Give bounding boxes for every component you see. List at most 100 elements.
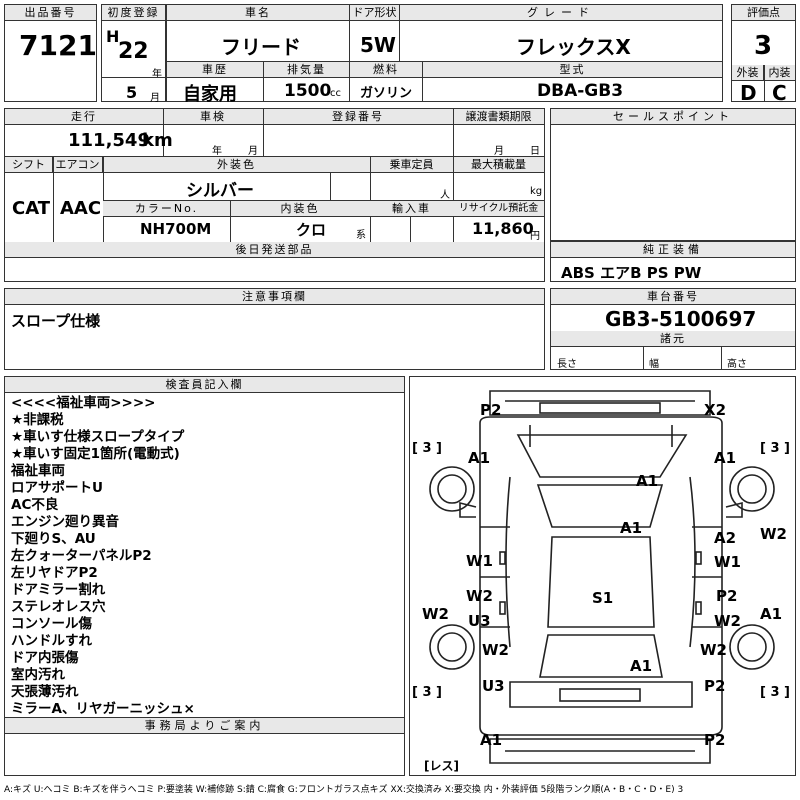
damage-code: W2 [482,641,509,659]
damage-code: W1 [466,552,493,570]
note-line: 天張薄汚れ [11,684,79,700]
note-line: 左リヤドアP2 [11,565,98,581]
recycle-label: リサイクル預託金 [453,201,544,217]
model-label: 型式 [423,62,722,78]
fuel-label: 燃料 [350,62,422,78]
reg-month: 5 [126,83,138,102]
int-color-label: 内装色 [230,201,370,217]
damage-code: A1 [480,731,503,749]
first-reg-box: 初度登録 H 22 年 5 月 [101,4,166,104]
damage-code: P2 [716,587,738,605]
recycle-unit: 円 [530,231,540,242]
tire-label-fr: [ 3 ] [760,441,790,456]
damage-code: A1 [636,472,659,490]
note-line: ステレオレス穴 [11,599,106,615]
note-line: 下廻りS、AU [11,531,96,547]
chassis-box: 車台番号 GB3-5100697 諸元 長さ 幅 高さ [550,288,796,370]
inspector-notes: <<<<福祉車両>>>> ★非課税 ★車いす仕様スロープタイプ ★車いす固定1箇… [11,395,195,718]
inspector-label: 検査員記入欄 [5,377,404,393]
reg-no-label: 登録番号 [263,109,453,125]
capacity-label: 乗車定員 [370,157,453,173]
era: H [106,27,120,46]
car-name-box: 車名 フリード [166,4,350,62]
transfer-label: 譲渡書類期限 [453,109,544,125]
tire-label-rl: [ 3 ] [412,685,442,700]
history-label: 車歴 [167,62,263,78]
note-line: 左クォーターパネルP2 [11,548,152,564]
mileage-unit: km [142,130,173,151]
note-line: エンジン廻り異音 [11,514,119,530]
ext-score: D [740,81,757,105]
score-value: 3 [754,31,773,61]
mileage-value: 111,549 [68,130,150,151]
inspection-year-unit: 年 [212,146,222,157]
note-line: 福祉車両 [11,463,65,479]
damage-code: W1 [714,553,741,571]
dimensions-label: 諸元 [551,331,795,347]
model-box: 型式 DBA-GB3 [422,61,723,102]
ac-value: AAC [60,198,102,219]
note-line: <<<<福祉車両>>>> [11,395,156,411]
model-value: DBA-GB3 [537,81,624,101]
color-no-value: NH700M [140,220,212,238]
inspection-label: 車検 [163,109,263,125]
year-unit: 年 [152,69,162,80]
chassis-label: 車台番号 [551,289,795,305]
caution-label: 注意事項欄 [5,289,544,305]
damage-code: U3 [482,677,505,695]
legend-text: A:キズ U:ヘコミ B:キズを伴うヘコミ P:要塗装 W:補修跡 S:錆 C:… [4,785,684,795]
note-line: ロアサポートU [11,480,103,496]
dim-width: 幅 [649,359,659,370]
color-no-label: カラーNo. [103,201,230,217]
tire-label-fl: [ 3 ] [412,441,442,456]
sales-point-box: セールスポイント [550,108,796,241]
damage-code: W2 [422,605,449,623]
damage-code: P2 [704,731,726,749]
sales-point-label: セールスポイント [551,109,795,125]
displacement-box: 排気量 1500 cc [263,61,350,102]
spec-block [4,108,545,282]
damage-code: S1 [592,589,614,607]
transfer-day-unit: 日 [530,146,540,157]
fuel-value: ガソリン [360,86,413,101]
note-line: ミラーA、リヤガーニッシュ× [11,701,195,717]
import-label: 輸入車 [370,201,453,217]
later-parts-label: 後日発送部品 [5,242,544,258]
grade-label: グレード [400,5,722,21]
recycle-value: 11,860 [472,219,534,238]
ext-label: 外装 [732,65,764,81]
transfer-month-unit: 月 [494,146,504,157]
damage-code: W2 [760,525,787,543]
fuel-box: 燃料 ガソリン [349,61,423,102]
doors-value: 5W [360,33,396,57]
equipment-box: 純正装備 ABS エアB PS PW [550,241,796,282]
damage-code: P2 [704,677,726,695]
note-line: コンソール傷 [11,616,92,632]
displacement-unit: cc [330,88,341,99]
displacement-label: 排気量 [264,62,349,78]
tire-label-rr: [ 3 ] [760,685,790,700]
note-line: ドア内張傷 [11,650,79,666]
damage-code: A1 [760,605,783,623]
note-line: 室内汚れ [11,667,65,683]
max-load-unit: kg [530,186,543,197]
equipment-value: ABS エアB PS PW [561,264,702,282]
damage-code: A1 [468,449,491,467]
damage-code: A1 [620,519,643,537]
spare-label: [レス] [424,759,459,773]
history-value: 自家用 [183,84,237,105]
ext-color-value: シルバー [186,181,254,201]
mileage-label: 走行 [5,109,163,125]
max-load-label: 最大積載量 [453,157,544,173]
office-label: 事務局よりご案内 [5,718,404,734]
damage-code: U3 [468,612,491,630]
lot-box: 出品番号 7121 [4,4,97,102]
note-line: ★非課税 [11,412,64,428]
ac-label: エアコン [53,157,103,173]
note-line: AC不良 [11,497,59,513]
car-outline-diagram [429,390,775,764]
chassis-value: GB3-5100697 [605,307,757,331]
reg-year: 22 [118,39,149,64]
damage-code: A1 [630,657,653,675]
history-box: 車歴 自家用 [166,61,264,105]
